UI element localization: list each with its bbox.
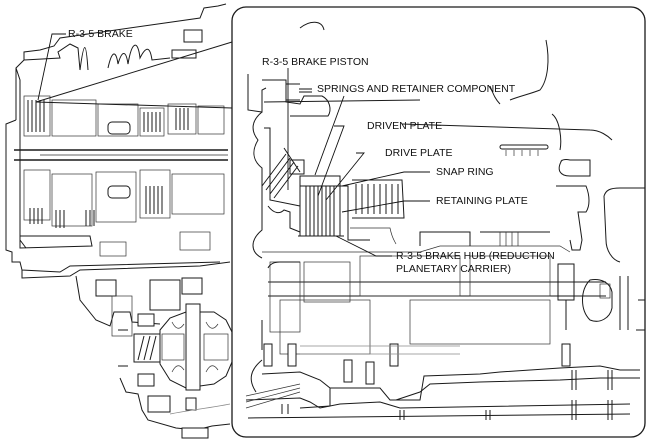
label-snap-ring: SNAP RING [436, 166, 494, 178]
detail-cross-section [245, 21, 645, 420]
overview-callout-leader [37, 33, 66, 101]
label-r35-brake-piston: R-3-5 BRAKE PISTON [262, 56, 369, 68]
detail-inset-frame [231, 6, 646, 438]
leader-snap [341, 171, 430, 187]
label-driven-plate: DRIVEN PLATE [367, 120, 442, 132]
leader-retain [341, 200, 430, 213]
leader-hub [335, 235, 392, 257]
overview-cross-section [5, 3, 233, 439]
leader-driven [317, 125, 345, 197]
label-springs-retainer: SPRINGS AND RETAINER COMPONENT [317, 83, 516, 95]
label-r35-brake-hub-line1: R-3-5 BRAKE HUB (REDUCTION [396, 250, 555, 262]
leader-springs-tick [299, 88, 312, 93]
leader-springs [314, 95, 345, 176]
leader-drive [325, 152, 365, 201]
label-drive-plate: DRIVE PLATE [385, 147, 453, 159]
label-retaining-plate: RETAINING PLATE [436, 195, 528, 207]
overview-callout-r35-brake: R-3-5 BRAKE [68, 28, 133, 40]
detail-leaders [287, 68, 430, 257]
label-r35-brake-hub-line2: PLANETARY CARRIER) [396, 263, 511, 275]
